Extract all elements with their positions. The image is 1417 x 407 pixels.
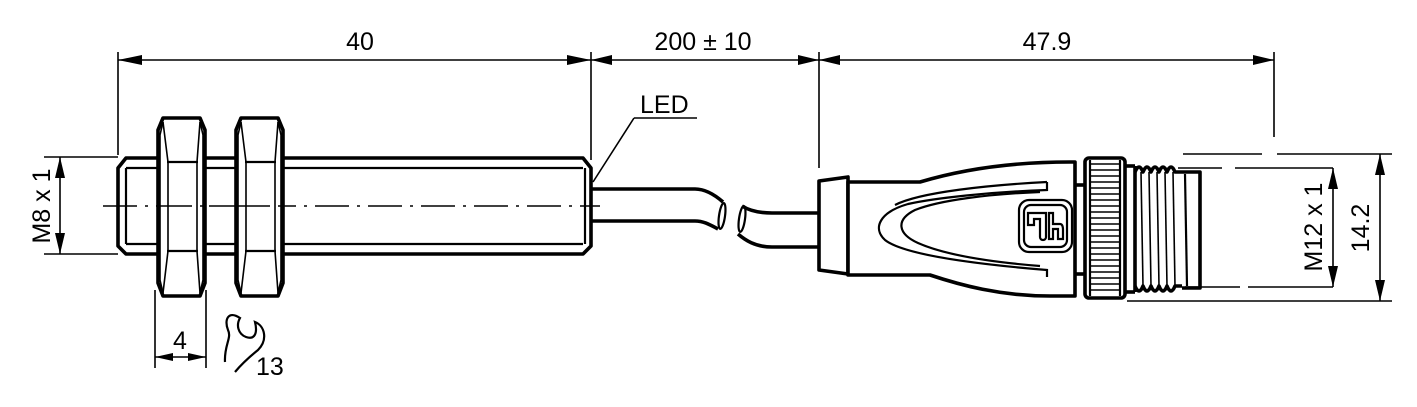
logo-outer-frame xyxy=(1017,198,1074,254)
arrow-head xyxy=(819,55,840,65)
connector-strain-relief xyxy=(817,175,850,276)
cable xyxy=(591,187,819,249)
arrow-head xyxy=(55,157,65,178)
thread-line xyxy=(1164,171,1168,287)
arrow-head xyxy=(1253,55,1274,65)
grip-outer xyxy=(877,182,1049,277)
thread-line xyxy=(1172,171,1176,287)
thread-crest-bottom xyxy=(1133,284,1182,293)
thread-crest-top xyxy=(1133,165,1182,174)
dimension-cable-length: 200 ± 10 xyxy=(591,28,820,168)
dimension-connector-thread: M12 x 1 xyxy=(1178,167,1338,288)
arrow-head xyxy=(1375,154,1385,175)
manufacturer-logo-icon xyxy=(1017,198,1074,254)
logo-inner-frame xyxy=(1022,203,1069,249)
nut-chamfer xyxy=(237,121,282,294)
hex-nut-2 xyxy=(234,116,285,298)
arrow-head xyxy=(1328,266,1338,287)
arrow-head xyxy=(55,233,65,254)
knurled-nut-outline xyxy=(1083,156,1127,300)
dimension-label-m12: M12 x 1 xyxy=(1300,183,1328,272)
thread-line xyxy=(1148,171,1152,287)
connector-body xyxy=(846,160,1077,298)
arrow-head xyxy=(1328,168,1338,189)
dimension-label-m8: M8 x 1 xyxy=(28,168,56,243)
hex-nut-1 xyxy=(156,116,207,298)
cable-top-edge xyxy=(591,187,725,204)
thread-lines xyxy=(1140,171,1176,287)
knurled-nut xyxy=(1083,156,1127,300)
dimension-connector-diameter: 14.2 xyxy=(1127,153,1392,302)
grip-inner xyxy=(900,190,1041,268)
dimension-sensor-thread: M8 x 1 xyxy=(28,156,118,255)
dimension-label-47-9: 47.9 xyxy=(1023,28,1072,56)
dimension-label-200: 200 ± 10 xyxy=(654,28,751,56)
arrow-head xyxy=(118,55,142,65)
cable-bottom-edge xyxy=(736,232,819,249)
connector-pin-end xyxy=(1182,170,1202,290)
arrow-head xyxy=(155,353,173,361)
thread-line xyxy=(1156,171,1160,287)
nut-flat-line xyxy=(167,160,198,253)
grip-edge xyxy=(894,180,1048,206)
arrow-head xyxy=(188,353,206,361)
sensor-barrel xyxy=(116,156,593,256)
cable-break-end xyxy=(717,202,727,230)
arrow-head xyxy=(591,55,612,65)
thread-line xyxy=(1140,171,1144,287)
dimension-label-4: 4 xyxy=(173,327,187,355)
dimension-label-14-2: 14.2 xyxy=(1347,204,1375,253)
cable-bottom-edge xyxy=(591,219,719,231)
wrench-shape xyxy=(223,314,266,373)
led-label: LED xyxy=(640,91,689,119)
dimension-nut-thickness: 4 xyxy=(154,290,207,368)
dimension-label-40: 40 xyxy=(346,28,374,56)
led-callout: LED xyxy=(592,91,697,183)
wrench-size-label: 13 xyxy=(256,353,284,381)
leader-line xyxy=(592,117,635,183)
knurl-lines xyxy=(1091,163,1119,291)
dimension-sensor-length: 40 xyxy=(117,28,592,160)
logo-glyph-p xyxy=(1026,211,1048,242)
pin-end-line xyxy=(1183,173,1189,287)
dimension-connector-length: 47.9 xyxy=(819,28,1275,137)
nut-flat-line xyxy=(245,160,276,253)
wrench-icon: 13 xyxy=(223,314,284,381)
m12-connector xyxy=(817,156,1202,300)
arrow-head xyxy=(798,55,819,65)
arrow-head xyxy=(1375,280,1385,301)
arrow-head xyxy=(567,55,591,65)
nut-chamfer xyxy=(159,121,204,294)
logo-glyph-h xyxy=(1047,211,1065,241)
cable-top-edge xyxy=(741,204,819,215)
